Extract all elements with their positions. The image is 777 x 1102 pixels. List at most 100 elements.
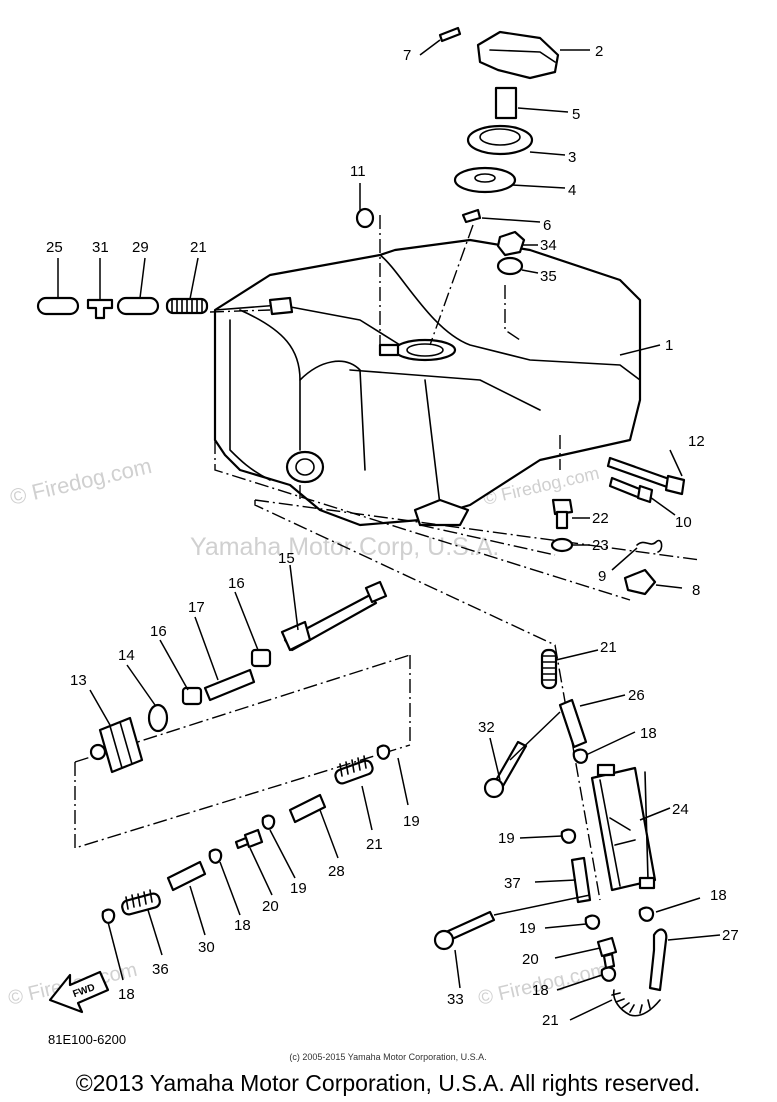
hose-30: [166, 860, 207, 892]
label-6: 6: [543, 217, 551, 234]
spring-21c: [540, 648, 558, 690]
clip-19c: [560, 828, 577, 844]
clip-18d: [638, 906, 655, 922]
label-27: 27: [722, 927, 739, 944]
label-16-left: 16: [150, 623, 167, 640]
label-20-lower: 20: [522, 951, 539, 968]
watermark-firedog: © Firedog.com: [8, 453, 155, 510]
label-18-mid: 18: [234, 917, 251, 934]
clip-19d: [584, 914, 601, 930]
label-21-bottom: 21: [542, 1012, 559, 1029]
spring-21a: [165, 297, 209, 315]
clip-19a: [376, 744, 391, 760]
label-18-pump-bottom: 18: [710, 887, 727, 904]
washer-35: [496, 256, 524, 276]
copyright-main: ©2013 Yamaha Motor Corporation, U.S.A. A…: [76, 1070, 701, 1096]
hose-29: [116, 296, 160, 316]
label-19-lower: 19: [519, 920, 536, 937]
label-11: 11: [350, 163, 366, 180]
label-19-mid-right: 19: [403, 813, 420, 830]
fuel-pump-24: [590, 763, 657, 892]
cap-spring: [494, 86, 518, 120]
bushing-16a: [181, 686, 203, 706]
washer-23: [550, 537, 574, 553]
hose-26: [558, 698, 588, 749]
label-23: 23: [592, 537, 609, 554]
fuel-tank: [213, 238, 642, 527]
label-18-pump-top: 18: [640, 725, 657, 742]
hose-37: [570, 856, 592, 904]
label-9: 9: [598, 568, 606, 585]
label-14: 14: [118, 647, 135, 664]
cap-plate: [453, 166, 517, 194]
label-24: 24: [672, 801, 689, 818]
bushing-16b: [250, 648, 272, 668]
hose-17: [203, 668, 256, 702]
filter-13: [89, 716, 144, 774]
label-2: 2: [595, 43, 603, 60]
label-35: 35: [540, 268, 557, 285]
bolt-33: [433, 910, 496, 951]
t-joint-31: [86, 298, 114, 320]
label-17: 17: [188, 599, 205, 616]
label-4: 4: [568, 182, 576, 199]
label-12: 12: [688, 433, 705, 450]
label-15: 15: [278, 550, 295, 567]
label-21-upper-right: 21: [600, 639, 617, 656]
label-18-left: 18: [118, 986, 135, 1003]
hose-28: [288, 793, 327, 824]
bolt-22: [551, 498, 574, 530]
clip-19b: [261, 814, 276, 830]
diagram-code: 81E100-6200: [48, 1032, 126, 1047]
label-7: 7: [403, 47, 411, 64]
label-30: 30: [198, 939, 215, 956]
label-33: 33: [447, 991, 464, 1008]
fuel-cap: [476, 30, 560, 80]
label-22: 22: [592, 510, 609, 527]
label-32: 32: [478, 719, 495, 736]
cap-pin: [438, 26, 462, 43]
label-34: 34: [540, 237, 557, 254]
nut-34: [496, 230, 526, 257]
label-21-top: 21: [190, 239, 207, 256]
copyright-small: (c) 2005-2015 Yamaha Motor Corporation, …: [289, 1052, 486, 1062]
cap-clip: [461, 208, 482, 224]
label-19-pump: 19: [498, 830, 515, 847]
hose-25: [36, 296, 80, 316]
label-13: 13: [70, 672, 87, 689]
label-16-right: 16: [228, 575, 245, 592]
label-37: 37: [504, 875, 521, 892]
clip-8: [623, 568, 657, 596]
cap-gasket: [466, 124, 534, 156]
label-29: 29: [132, 239, 149, 256]
clip-18e: [600, 966, 617, 982]
clip-9: [636, 539, 663, 553]
fwd-arrow-icon: FWD: [48, 970, 110, 1014]
label-25: 25: [46, 239, 63, 256]
label-31: 31: [92, 239, 109, 256]
label-18-lower: 18: [532, 982, 549, 999]
label-36: 36: [152, 961, 169, 978]
label-28: 28: [328, 863, 345, 880]
label-1: 1: [665, 337, 673, 354]
spring-36: [121, 889, 161, 916]
hose-27: [648, 928, 668, 992]
label-20-mid: 20: [262, 898, 279, 915]
label-10: 10: [675, 514, 692, 531]
bolt-10: [608, 476, 654, 504]
fitting-20b: [596, 936, 618, 970]
spring-21d: [611, 989, 661, 1017]
label-5: 5: [572, 106, 580, 123]
washer-14: [147, 703, 169, 733]
clip-18b: [208, 848, 223, 864]
label-19-mid: 19: [290, 880, 307, 897]
label-21-mid: 21: [366, 836, 383, 853]
label-8: 8: [692, 582, 700, 599]
bolt-15: [280, 580, 388, 652]
clip-11: [355, 207, 375, 229]
clip-18a: [572, 748, 589, 764]
label-3: 3: [568, 149, 576, 166]
clip-18c: [101, 908, 116, 924]
bolt-12: [606, 456, 686, 496]
